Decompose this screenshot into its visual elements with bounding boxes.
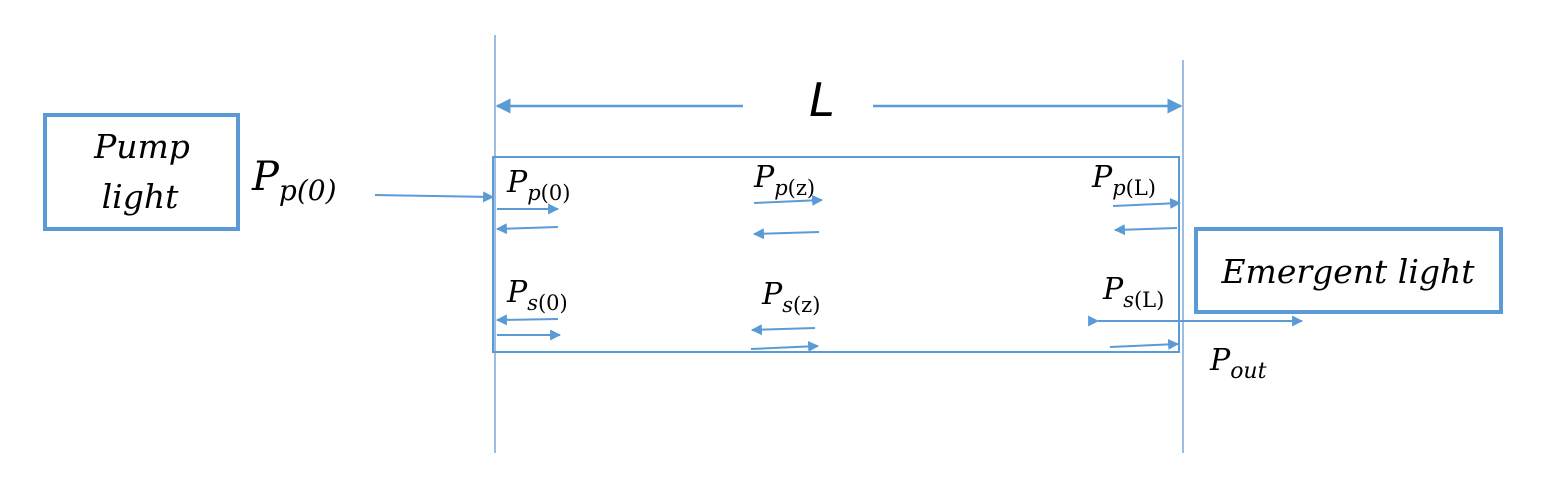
pump-l-label: Pp(L) (1091, 160, 1156, 200)
pump-z-forward-arrow (753, 194, 824, 206)
pump-l-forward-arrow (1112, 197, 1182, 209)
pump-0-backward-arrow (495, 223, 559, 235)
signal-arrows-middle (750, 324, 820, 352)
signal-z-backward-arrow (750, 324, 816, 336)
pump-z-backward-arrow (752, 228, 820, 240)
output-label: Pout (1209, 343, 1267, 384)
input-pump-label: Pp(0) (251, 154, 337, 207)
emergent-light-label: Emergent light (1220, 252, 1475, 291)
pump-light-line2: light (102, 177, 179, 216)
pump-0-label: Pp(0) (506, 165, 570, 205)
signal-z-label: Ps(z) (761, 277, 820, 317)
signal-arrows-right (1109, 338, 1180, 350)
signal-z-forward-arrow (750, 340, 820, 352)
fiber-box (492, 156, 1180, 353)
pump-arrows-middle (752, 194, 824, 240)
pump-arrows-left (495, 203, 560, 235)
signal-l-forward-arrow (1109, 338, 1180, 350)
pump-light-box: Pump light (43, 113, 240, 231)
pump-l-backward-arrow (1113, 224, 1178, 236)
pump-arrows-right (1112, 197, 1182, 236)
signal-l-label: Ps(L) (1102, 272, 1164, 312)
pump-z-label: Pp(z) (753, 160, 815, 200)
length-label: L (809, 73, 835, 127)
input-pump-arrow (374, 191, 495, 203)
signal-0-label: Ps(0) (506, 275, 568, 315)
emergent-light-box: Emergent light (1194, 227, 1503, 314)
signal-arrows-left (495, 314, 562, 341)
signal-0-backward-arrow (495, 314, 559, 326)
pump-light-line1: Pump (93, 127, 190, 166)
